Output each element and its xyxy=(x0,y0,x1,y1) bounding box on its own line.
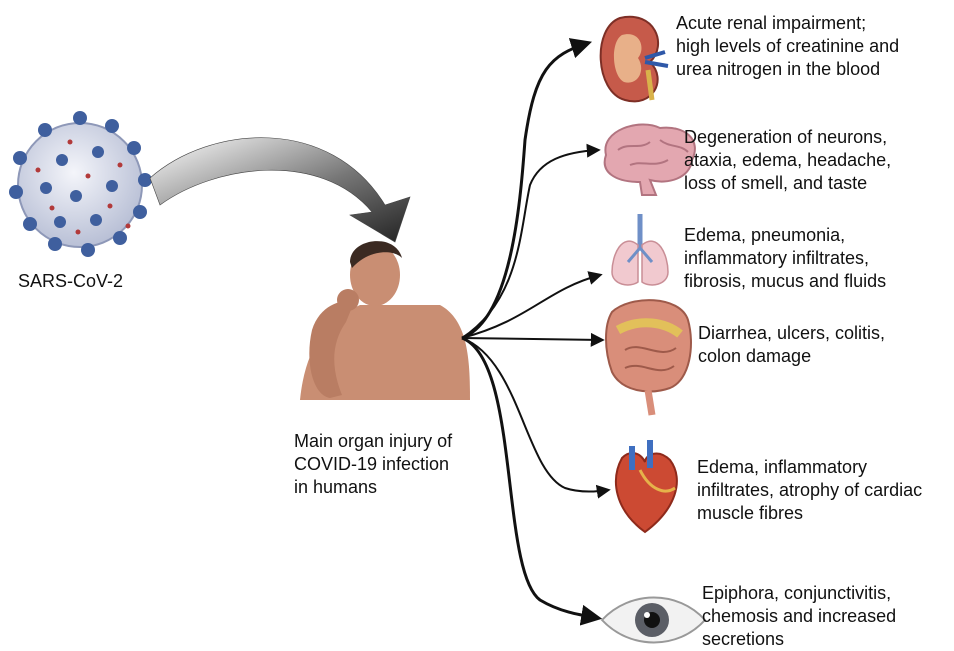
eye-description: Epiphora, conjunctivitis, chemosis and i… xyxy=(702,582,896,651)
description-line: fibrosis, mucus and fluids xyxy=(684,270,886,293)
caption-line: Main organ injury of xyxy=(294,430,452,453)
description-line: ataxia, edema, headache, xyxy=(684,149,891,172)
heart-icon xyxy=(616,440,677,532)
eye-icon xyxy=(602,598,705,643)
coughing-man-icon xyxy=(300,241,470,400)
arrow-to-lungs xyxy=(462,275,600,338)
branch-arrows xyxy=(462,43,608,618)
description-line: colon damage xyxy=(698,345,885,368)
arrow-to-eye xyxy=(462,338,598,618)
description-line: loss of smell, and taste xyxy=(684,172,891,195)
lungs-icon xyxy=(612,214,668,285)
caption-line: COVID-19 infection xyxy=(294,453,452,476)
description-line: chemosis and increased xyxy=(702,605,896,628)
description-line: Degeneration of neurons, xyxy=(684,126,891,149)
human-caption: Main organ injury of COVID-19 infection … xyxy=(294,430,452,499)
virus-label: SARS-CoV-2 xyxy=(18,270,123,293)
arrow-to-kidney xyxy=(462,43,588,338)
description-line: Diarrhea, ulcers, colitis, xyxy=(698,322,885,345)
arrow-to-intestines xyxy=(462,338,602,340)
description-line: Acute renal impairment; xyxy=(676,12,899,35)
lungs-description: Edema, pneumonia, inflammatory infiltrat… xyxy=(684,224,886,293)
description-line: infiltrates, atrophy of cardiac xyxy=(697,479,922,502)
brain-icon xyxy=(605,124,695,195)
description-line: urea nitrogen in the blood xyxy=(676,58,899,81)
coronavirus-icon xyxy=(9,111,152,257)
kidney-icon xyxy=(601,17,668,102)
description-line: Epiphora, conjunctivitis, xyxy=(702,582,896,605)
kidney-description: Acute renal impairment; high levels of c… xyxy=(676,12,899,81)
brain-description: Degeneration of neurons, ataxia, edema, … xyxy=(684,126,891,195)
curved-arrow-icon xyxy=(150,138,410,242)
description-line: high levels of creatinine and xyxy=(676,35,899,58)
heart-description: Edema, inflammatory infiltrates, atrophy… xyxy=(697,456,922,525)
description-line: muscle fibres xyxy=(697,502,922,525)
description-line: inflammatory infiltrates, xyxy=(684,247,886,270)
description-line: Edema, pneumonia, xyxy=(684,224,886,247)
intestines-description: Diarrhea, ulcers, colitis, colon damage xyxy=(698,322,885,368)
intestines-icon xyxy=(606,300,691,415)
description-line: Edema, inflammatory xyxy=(697,456,922,479)
caption-line: in humans xyxy=(294,476,452,499)
